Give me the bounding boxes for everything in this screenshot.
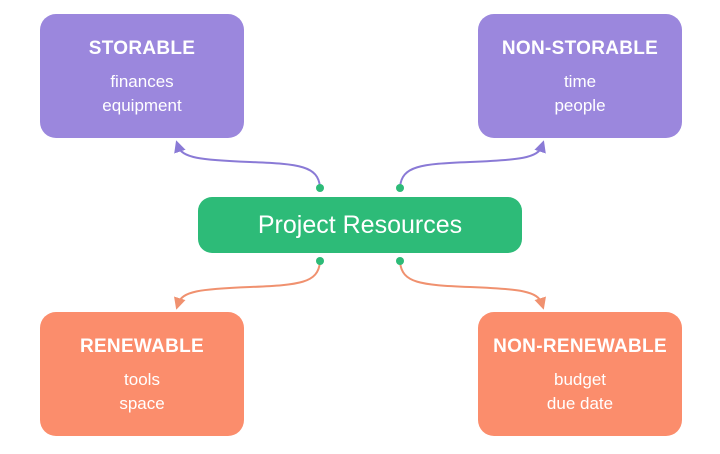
category-box-renewable: RENEWABLE tools space [40, 312, 244, 436]
connector-non-renewable [399, 261, 546, 310]
connector-dot-renewable [316, 257, 324, 265]
category-item: equipment [102, 96, 182, 115]
category-item: finances [110, 72, 174, 91]
category-title: STORABLE [88, 38, 196, 59]
category-box-non-renewable: NON-RENEWABLE budget due date [478, 312, 682, 436]
central-node: Project Resources [198, 197, 522, 253]
category-item: due date [546, 394, 614, 413]
connector-storable [174, 140, 321, 188]
category-title: NON-STORABLE [501, 38, 659, 59]
connector-dot-storable [316, 184, 324, 192]
category-item: space [119, 394, 165, 413]
central-node-label: Project Resources [257, 211, 463, 239]
category-title: RENEWABLE [79, 336, 205, 357]
category-box-storable: STORABLE finances equipment [40, 14, 244, 138]
connector-dot-non-renewable [396, 257, 404, 265]
category-item: tools [124, 370, 160, 389]
category-box-non-storable: NON-STORABLE time people [478, 14, 682, 138]
connector-renewable [174, 261, 321, 310]
category-title: NON-RENEWABLE [493, 336, 667, 357]
connector-dot-non-storable [396, 184, 404, 192]
category-item: people [554, 96, 606, 115]
category-item: budget [554, 370, 606, 389]
category-item: time [563, 72, 597, 91]
connector-non-storable [399, 140, 546, 188]
